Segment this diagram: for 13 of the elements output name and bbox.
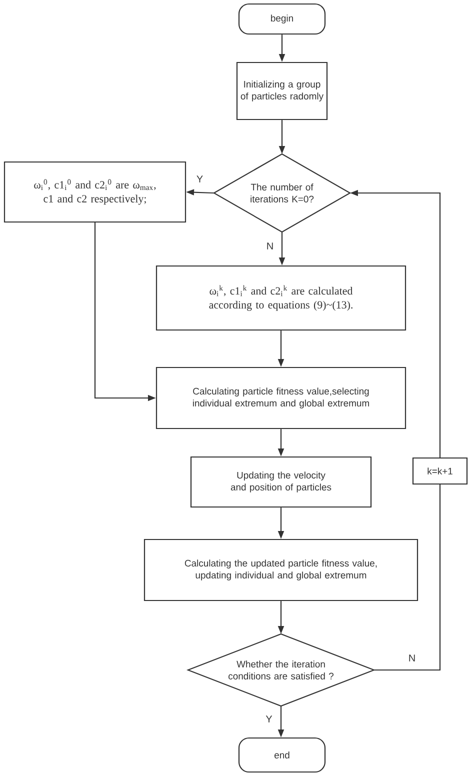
terminal-box: begin	[238, 3, 326, 35]
process-box: Calculating the updated particle fitness value, updating individual and global extremum	[144, 538, 418, 602]
edge-label: Y	[264, 714, 274, 724]
process-box: Updating the velocity and position of particles	[190, 456, 372, 508]
edge-label: Y	[195, 174, 204, 184]
edge-label: N	[407, 654, 417, 662]
terminal-box: end	[238, 737, 326, 773]
process-box: Initializing a group of particles radomly	[236, 62, 328, 120]
edge-label: N	[265, 242, 275, 250]
process-box: ω$_{i}$$^{0}$, c1$_{i}$$^{0}$ and c2$_{i}$$^{0}$ are ω$_{max}$, c1 and c2 respectively;	[4, 161, 186, 223]
process-box: ω$_{i}$$^{k}$, c1$_{i}$$^{k}$ and c2$_{i}$$^{k}$ are calculated according to equations (9)~(13).	[156, 265, 406, 331]
process-box: k=k+1	[412, 457, 468, 485]
process-box: Calculating particle fitness value,selecting individual extremum and global extremum	[156, 366, 406, 430]
